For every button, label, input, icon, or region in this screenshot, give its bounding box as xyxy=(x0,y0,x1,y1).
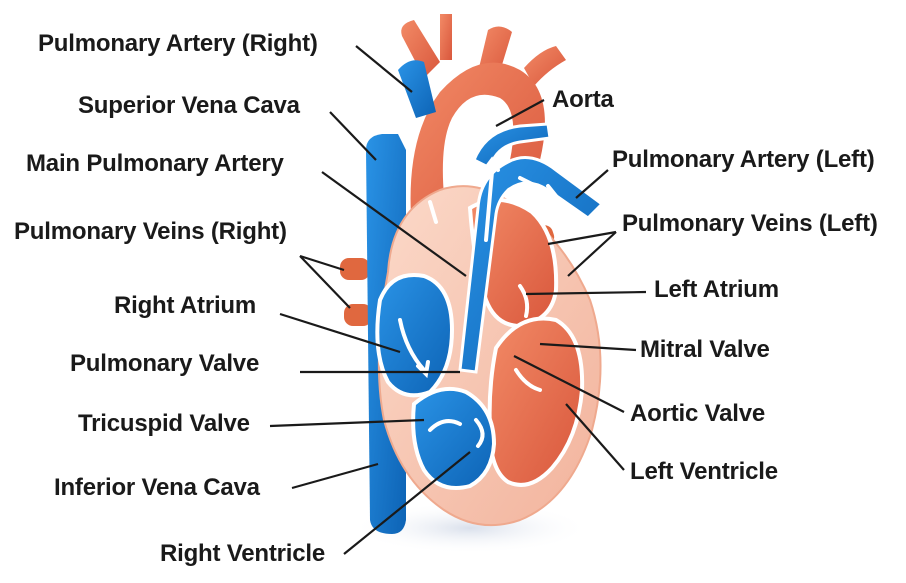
label-aortic-valve: Aortic Valve xyxy=(630,400,765,428)
label-right-ventricle: Right Ventricle xyxy=(160,540,325,568)
label-tricuspid-valve: Tricuspid Valve xyxy=(78,410,250,438)
label-pulmonary-artery-right: Pulmonary Artery (Right) xyxy=(38,30,318,58)
label-pulmonary-artery-left: Pulmonary Artery (Left) xyxy=(612,146,875,174)
label-superior-vena-cava: Superior Vena Cava xyxy=(78,92,300,120)
label-right-atrium: Right Atrium xyxy=(114,292,256,320)
pulmonary-veins-right-shape xyxy=(340,258,372,326)
label-inferior-vena-cava: Inferior Vena Cava xyxy=(54,474,260,502)
label-left-ventricle: Left Ventricle xyxy=(630,458,778,486)
label-mitral-valve: Mitral Valve xyxy=(640,336,770,364)
label-pulmonary-veins-left: Pulmonary Veins (Left) xyxy=(622,210,878,238)
label-left-atrium: Left Atrium xyxy=(654,276,779,304)
label-pulmonary-valve: Pulmonary Valve xyxy=(70,350,259,378)
label-aorta: Aorta xyxy=(552,86,614,114)
label-pulmonary-veins-right: Pulmonary Veins (Right) xyxy=(14,218,287,246)
label-main-pulmonary-artery: Main Pulmonary Artery xyxy=(26,150,284,178)
